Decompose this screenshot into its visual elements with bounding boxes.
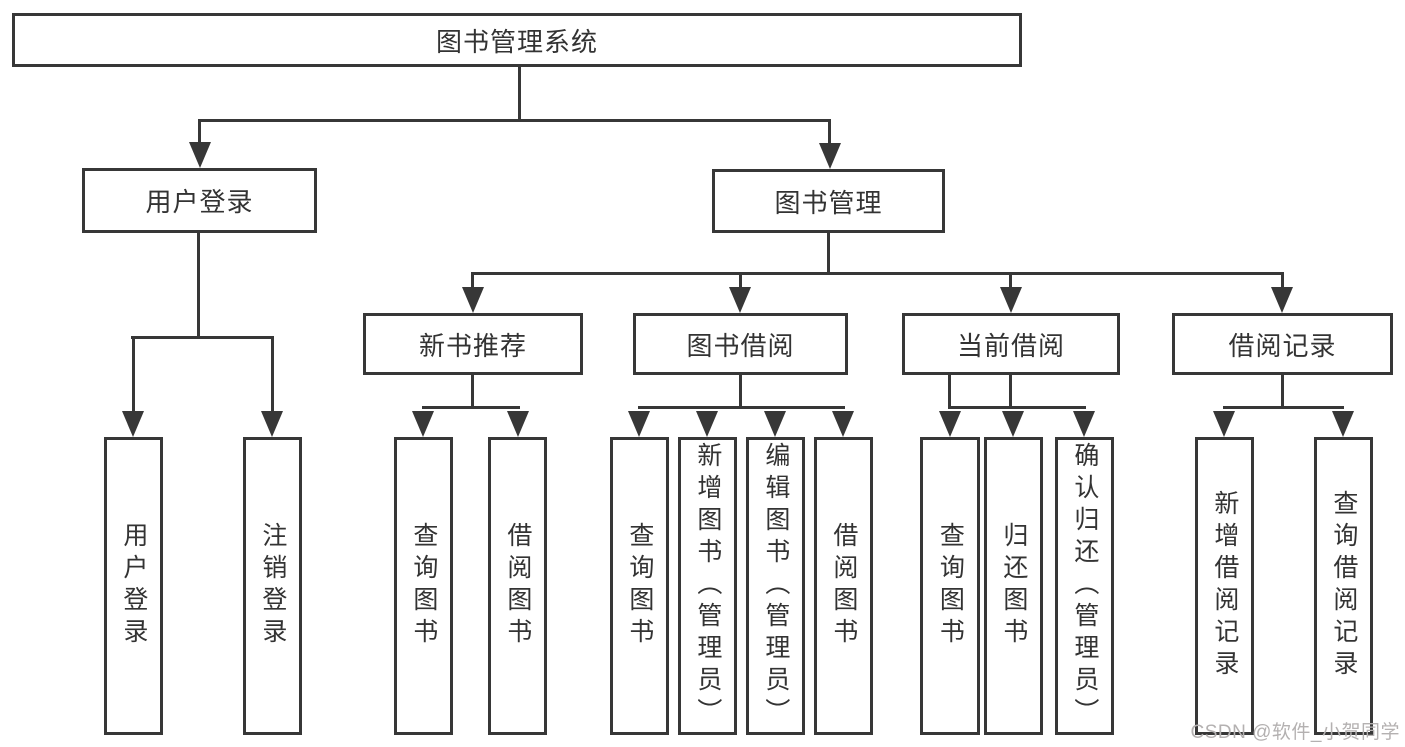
leaf-query-books-3-label: 查询图书 [936, 522, 965, 650]
arrowhead-icon [832, 411, 854, 437]
node-leaf-borrow-books-1: 借阅图书 [488, 437, 547, 735]
node-current-borrow: 当前借阅 [902, 313, 1120, 375]
node-leaf-query-books-2: 查询图书 [610, 437, 669, 735]
arrowhead-icon [939, 411, 961, 437]
edge-user-login-stem [197, 233, 200, 338]
node-leaf-query-books-1: 查询图书 [394, 437, 453, 735]
leaf-edit-books-label: 编辑图书（管理员） [761, 442, 790, 730]
edge-root-stem [518, 67, 521, 120]
arrowhead-icon [819, 143, 841, 169]
node-user-login-label: 用户登录 [145, 187, 254, 217]
arrowhead-icon [412, 411, 434, 437]
node-book-borrow-label: 图书借阅 [686, 330, 795, 361]
edge-book-borrow-branch [638, 406, 845, 409]
edge-drop-book-borrow [739, 273, 742, 291]
arrowhead-icon [1000, 287, 1022, 313]
leaf-query-record-label: 查询借阅记录 [1329, 490, 1358, 682]
leaf-query-books-1-label: 查询图书 [409, 522, 438, 650]
edge-user-login-branch [131, 336, 274, 339]
csdn-watermark: CSDN @软件_小贺同学 [1190, 722, 1400, 743]
edge-new-book-rec-stem [471, 375, 474, 408]
arrowhead-icon [1332, 411, 1354, 437]
node-book-borrow: 图书借阅 [633, 313, 848, 375]
edge-book-mgmt-stem [827, 233, 830, 275]
arrowhead-icon [462, 287, 484, 313]
arrowhead-icon [122, 411, 144, 437]
edge-current-borrow-branch [948, 406, 1086, 409]
arrowhead-icon [628, 411, 650, 437]
leaf-return-books-label: 归还图书 [999, 522, 1028, 650]
arrowhead-icon [1213, 411, 1235, 437]
leaf-add-record-label: 新增借阅记录 [1210, 490, 1239, 682]
leaf-logout-label: 注销登录 [258, 522, 287, 650]
edge-current-borrow-stem2 [1009, 375, 1012, 408]
node-leaf-confirm-return: 确认归还（管理员） [1055, 437, 1114, 735]
edge-book-borrow-stem [739, 375, 742, 408]
node-leaf-return-books: 归还图书 [984, 437, 1043, 735]
node-leaf-logout: 注销登录 [243, 437, 302, 735]
node-borrow-records: 借阅记录 [1172, 313, 1393, 375]
edge-current-borrow-stem [948, 375, 951, 408]
leaf-borrow-books-2-label: 借阅图书 [829, 522, 858, 650]
node-leaf-edit-books: 编辑图书（管理员） [746, 437, 805, 735]
leaf-add-books-label: 新增图书（管理员） [693, 442, 722, 730]
node-book-mgmt-label: 图书管理 [774, 187, 883, 218]
edge-drop-current-borrow [1009, 273, 1012, 291]
edge-borrow-records-branch [1223, 406, 1344, 409]
leaf-user-login-label: 用户登录 [119, 522, 148, 650]
arrowhead-icon [189, 142, 211, 168]
node-root-label: 图书管理系统 [435, 26, 598, 57]
node-book-mgmt: 图书管理 [712, 169, 945, 233]
arrowhead-icon [1271, 287, 1293, 313]
leaf-borrow-books-1-label: 借阅图书 [503, 522, 532, 650]
node-user-login: 用户登录 [82, 168, 317, 233]
node-current-borrow-label: 当前借阅 [956, 330, 1065, 361]
edge-drop-new-book-rec [471, 273, 474, 291]
edge-drop-book-mgmt [828, 119, 831, 146]
leaf-query-books-2-label: 查询图书 [625, 522, 654, 650]
arrowhead-icon [764, 411, 786, 437]
node-root: 图书管理系统 [12, 13, 1022, 67]
edge-drop-borrow-records [1281, 273, 1284, 291]
edge-drop-leaf [132, 337, 135, 414]
edge-borrow-records-stem [1281, 375, 1284, 408]
node-new-book-rec: 新书推荐 [363, 313, 583, 375]
edge-drop-user-login [198, 119, 201, 146]
arrowhead-icon [261, 411, 283, 437]
edge-drop-leaf [271, 337, 274, 414]
arrowhead-icon [729, 287, 751, 313]
node-leaf-query-books-3: 查询图书 [920, 437, 980, 735]
node-leaf-borrow-books-2: 借阅图书 [814, 437, 873, 735]
leaf-confirm-return-label: 确认归还（管理员） [1070, 442, 1099, 730]
arrowhead-icon [1073, 411, 1095, 437]
edge-new-book-rec-branch [422, 406, 520, 409]
node-leaf-user-login: 用户登录 [104, 437, 163, 735]
edge-book-mgmt-branch [471, 272, 1284, 275]
node-borrow-records-label: 借阅记录 [1228, 330, 1337, 361]
node-leaf-add-record: 新增借阅记录 [1195, 437, 1254, 735]
arrowhead-icon [696, 411, 718, 437]
arrowhead-icon [1002, 411, 1024, 437]
node-leaf-query-record: 查询借阅记录 [1314, 437, 1373, 735]
arrowhead-icon [507, 411, 529, 437]
node-new-book-rec-label: 新书推荐 [418, 330, 527, 361]
edge-root-branch [198, 119, 831, 122]
node-leaf-add-books: 新增图书（管理员） [678, 437, 737, 735]
